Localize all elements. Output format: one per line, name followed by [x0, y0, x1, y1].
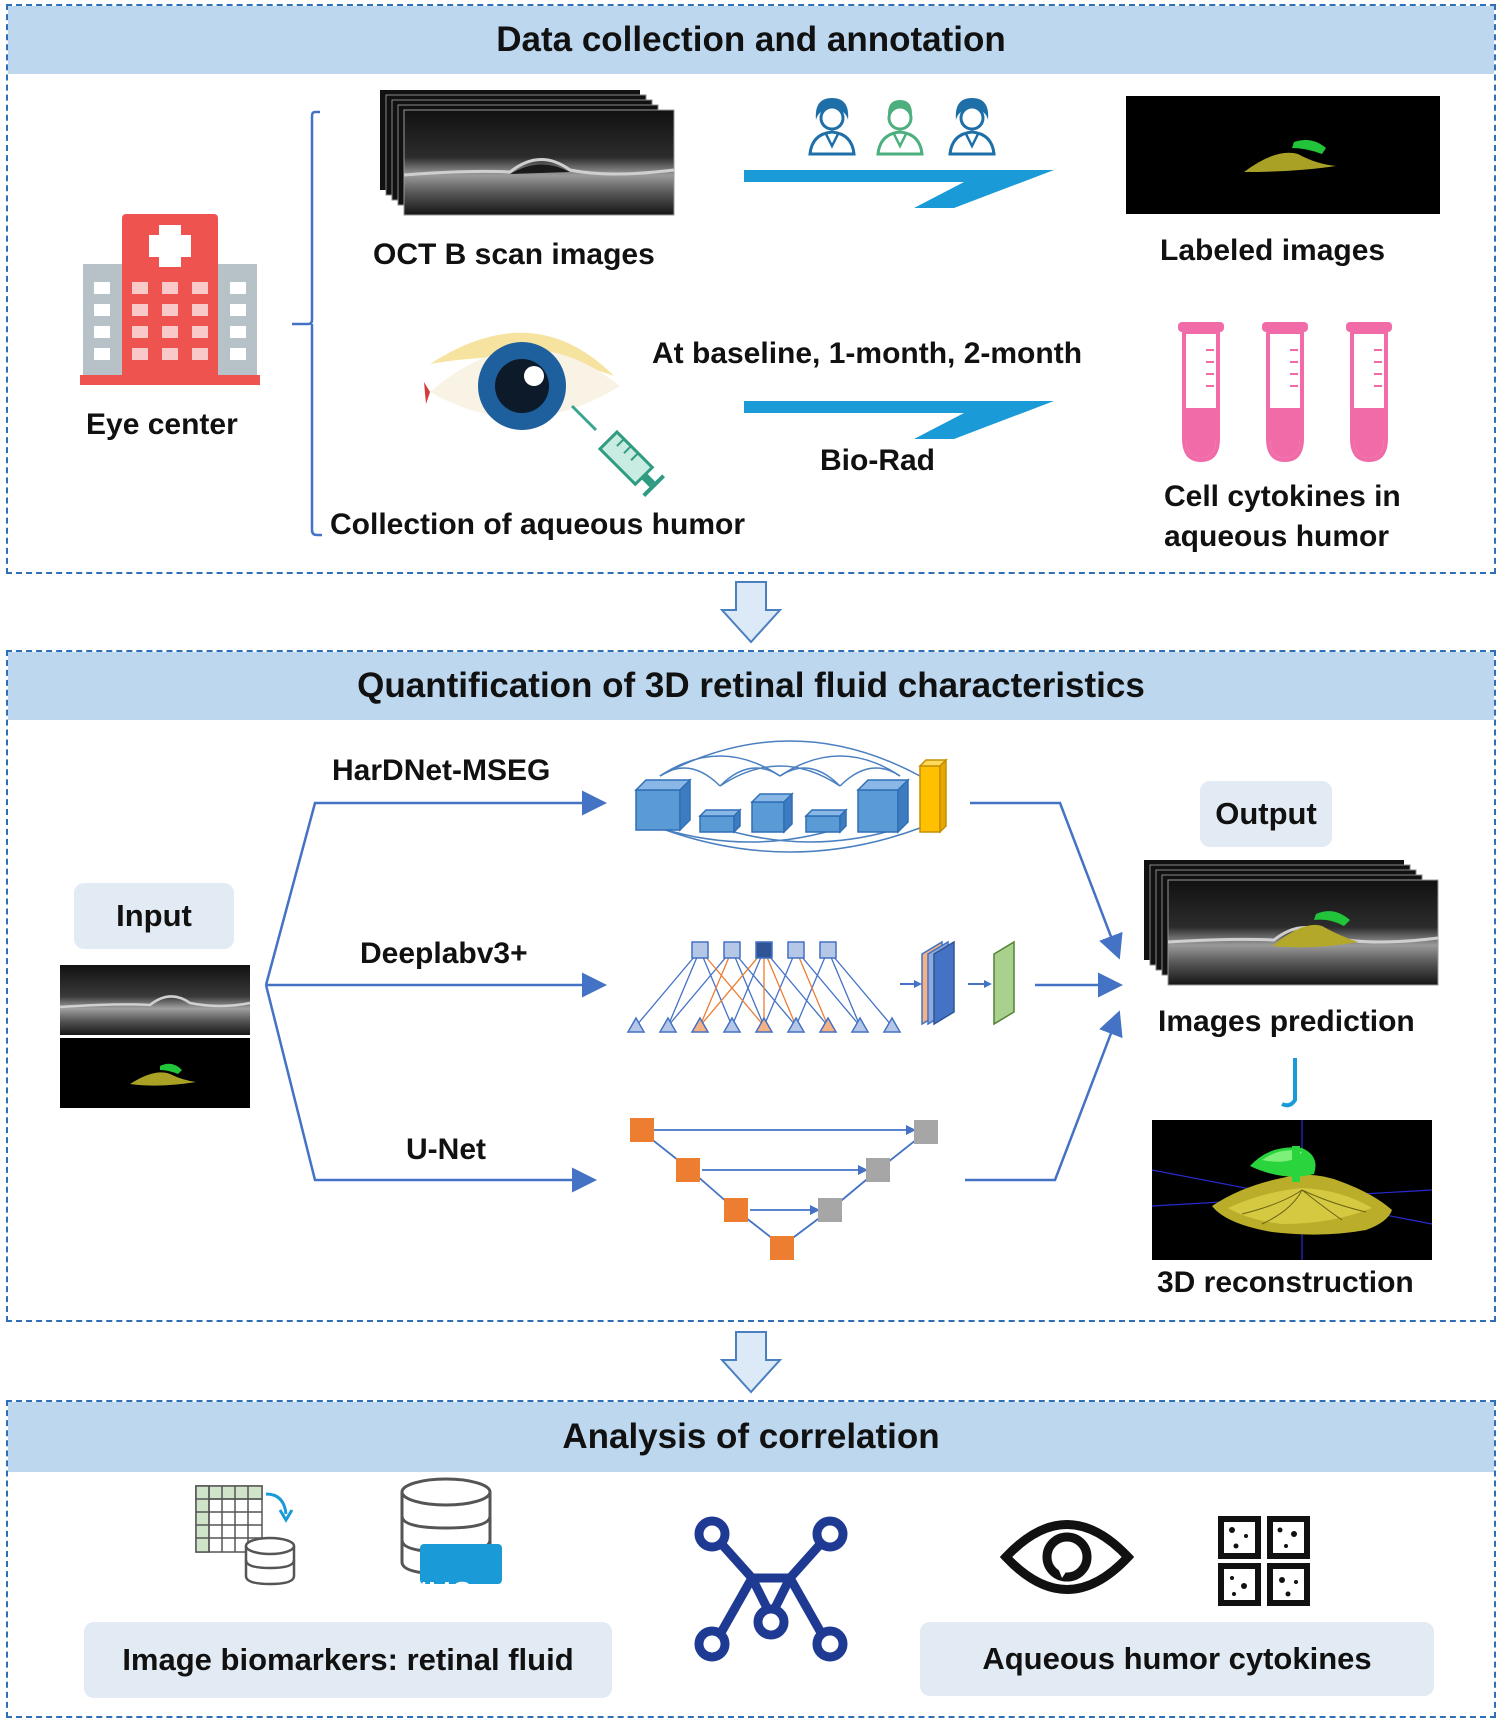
hospital-icon: [80, 214, 260, 385]
doctor-icon: [948, 98, 996, 156]
img-badge: IMG: [420, 1576, 473, 1607]
table-database-icon: [195, 1485, 296, 1586]
cytokines-label-line2: aqueous humor: [1164, 520, 1390, 553]
arrow-biorad: [744, 401, 1054, 439]
test-tube-icon: [1178, 322, 1224, 463]
aqueous-cytokines-box: Aqueous humor cytokines: [920, 1622, 1434, 1696]
biorad-label: Bio-Rad: [820, 444, 935, 477]
panel-quantification: Quantification of 3D retinal fluid chara…: [6, 650, 1496, 1322]
section-title-data-collection: Data collection and annotation: [8, 6, 1494, 74]
arrow-annotation: [744, 170, 1054, 208]
cytokines-label-line1: Cell cytokines in: [1164, 480, 1401, 513]
doctor-icon: [876, 100, 924, 156]
image-biomarkers-box: Image biomarkers: retinal fluid: [84, 1622, 612, 1698]
test-tube-icon: [1262, 322, 1308, 463]
deeplab-diagram: [626, 940, 1015, 1033]
oct-label: OCT B scan images: [373, 238, 655, 271]
down-arrow-icon: [719, 581, 783, 644]
output-tag: Output: [1200, 781, 1332, 847]
network-icon: [694, 1516, 848, 1662]
input-tag: Input: [74, 883, 234, 949]
doctor-icon: [808, 98, 856, 156]
model-hardnet-label: HarDNet-MSEG: [332, 754, 551, 787]
model-deeplab-label: Deeplabv3+: [360, 937, 528, 970]
labeled-images-label: Labeled images: [1160, 234, 1386, 267]
database-icon: [400, 1477, 502, 1584]
labeled-image: [1126, 96, 1440, 214]
aqueous-collection-label: Collection of aqueous humor: [330, 508, 746, 541]
reconstruction-3d: [1151, 1120, 1433, 1260]
down-arrow-icon: [719, 1331, 783, 1394]
oct-scan-stack: [380, 90, 675, 216]
eye-syringe-icon: [424, 332, 666, 498]
prediction-stack: [1144, 860, 1439, 986]
prediction-label: Images prediction: [1158, 1005, 1415, 1038]
test-tube-icon: [1346, 322, 1392, 463]
reconstruction-label: 3D reconstruction: [1157, 1266, 1414, 1299]
panel-data-collection: Data collection and annotation: [6, 4, 1496, 574]
bracket: [292, 110, 322, 537]
section-title-correlation: Analysis of correlation: [8, 1402, 1494, 1472]
cytokine-grid-icon: [1218, 1516, 1310, 1606]
input-oct-image: [59, 965, 251, 1035]
input-label-image: [60, 1038, 250, 1108]
model-unet-label: U-Net: [406, 1133, 486, 1166]
unet-diagram: [630, 1118, 938, 1260]
hardnet-diagram: [634, 740, 948, 853]
eye-icon: [999, 1520, 1135, 1594]
panel-correlation: Analysis of correlation: [6, 1400, 1496, 1718]
eye-center-label: Eye center: [86, 408, 238, 441]
timepoints-label: At baseline, 1-month, 2-month: [652, 337, 1083, 370]
section-title-quantification: Quantification of 3D retinal fluid chara…: [8, 652, 1494, 720]
